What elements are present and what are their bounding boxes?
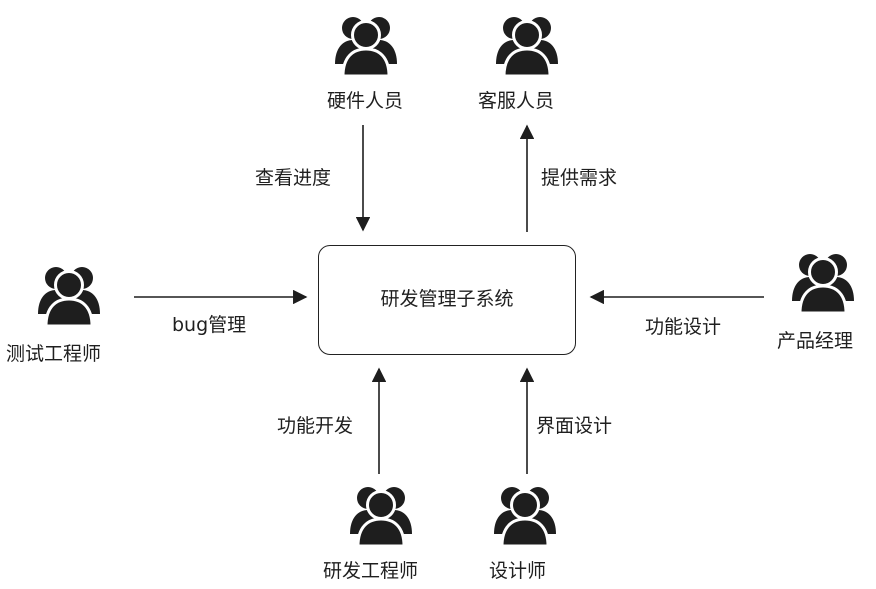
user-group-icon (348, 485, 414, 548)
actor-label-developer: 研发工程师 (323, 560, 419, 582)
edge-label-feature-development: 功能开发 (277, 415, 354, 437)
system-box (318, 245, 576, 355)
edge-label-view-progress: 查看进度 (255, 167, 332, 189)
user-group-icon (36, 265, 102, 328)
user-group-icon (790, 252, 856, 315)
actor-label-tester: 测试工程师 (6, 343, 102, 365)
actor-label-designer: 设计师 (489, 560, 547, 582)
actor-label-product-manager: 产品经理 (777, 330, 854, 352)
user-group-icon (492, 485, 558, 548)
edge-label-feature-design: 功能设计 (645, 316, 722, 338)
edge-label-ui-design: 界面设计 (536, 415, 613, 437)
edge-label-provide-requirements: 提供需求 (541, 167, 618, 189)
user-group-icon (333, 15, 399, 78)
user-group-icon (494, 15, 560, 78)
system-label: 研发管理子系统 (380, 288, 514, 310)
edge-label-bug-management: bug管理 (172, 314, 247, 336)
actor-label-hardware: 硬件人员 (327, 90, 404, 112)
actor-label-service: 客服人员 (478, 90, 555, 112)
